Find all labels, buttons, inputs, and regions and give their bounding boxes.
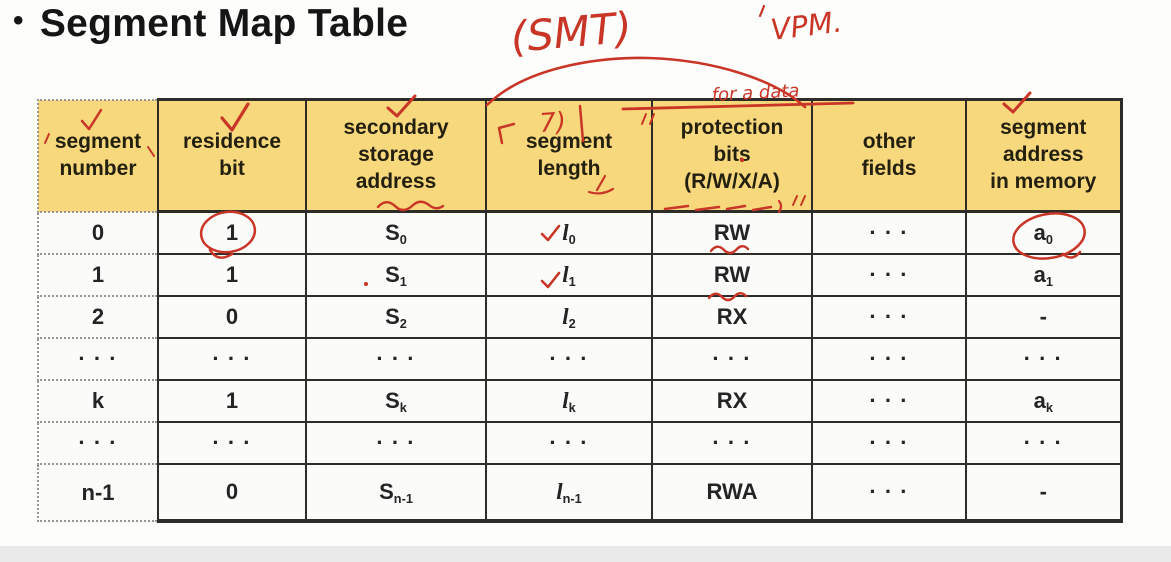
column-header-segment-length: segment length	[485, 98, 653, 213]
column-header-secondary-storage-address: secondary storage address	[305, 98, 487, 213]
bottom-gray-strip	[0, 546, 1171, 562]
cell-other-fields: · · ·	[811, 421, 967, 465]
cell-protection-bits: RW	[651, 210, 813, 255]
cell-segment-address: -	[965, 295, 1123, 339]
cell-segment-number: n-1	[37, 463, 158, 522]
cell-segment-number: 1	[37, 253, 158, 297]
vpm-handwriting: VPM.	[769, 4, 844, 46]
cell-protection-bits: RX	[651, 379, 813, 423]
table-row: k 1 Sk lk RX · · · ak	[37, 379, 1123, 423]
column-header-segment-number: segment number	[37, 98, 158, 213]
cell-segment-number: 0	[37, 210, 158, 255]
cell-protection-bits: RWA	[651, 463, 813, 523]
cell-secondary-storage: S2	[305, 295, 487, 339]
cell-segment-length: l1	[485, 253, 653, 297]
cell-residence-bit: 0	[157, 295, 307, 339]
cell-protection-bits: · · ·	[651, 337, 813, 381]
smt-table: segment number residence bit secondary s…	[37, 98, 1123, 523]
cell-segment-number: k	[37, 379, 158, 423]
table-row: 1 1 S1 l1 RW · · · a1	[37, 253, 1123, 297]
cell-other-fields: · · ·	[811, 295, 967, 339]
cell-segment-address: · · ·	[965, 421, 1123, 465]
cell-secondary-storage: Sn-1	[305, 463, 487, 523]
page-title-text: Segment Map Table	[39, 2, 409, 45]
cell-segment-address: ak	[965, 379, 1123, 423]
cell-segment-number: · · ·	[37, 421, 158, 465]
smt-handwriting: (SMT)	[509, 3, 634, 62]
cell-residence-bit: · · ·	[157, 337, 307, 381]
cell-segment-number: · · ·	[37, 337, 158, 381]
cell-residence-bit: 0	[157, 463, 307, 523]
table-row: · · · · · · · · · · · · · · · · · · · · …	[37, 421, 1123, 465]
cell-residence-bit: 1	[157, 210, 307, 255]
column-header-protection-bits: protection bits (R/W/X/A)	[651, 98, 813, 213]
cell-secondary-storage: S1	[305, 253, 487, 297]
cell-protection-bits: RW	[651, 253, 813, 297]
page-title: • Segment Map Table	[13, 2, 408, 46]
column-header-residence-bit: residence bit	[157, 98, 307, 213]
bullet-icon: •	[13, 4, 24, 37]
cell-segment-length: · · ·	[485, 337, 653, 381]
cell-segment-number: 2	[37, 295, 158, 339]
cell-segment-length: · · ·	[485, 421, 653, 465]
cell-segment-address: a1	[965, 253, 1123, 297]
cell-other-fields: · · ·	[811, 210, 967, 255]
table-row: n-1 0 Sn-1 ln-1 RWA · · · -	[37, 463, 1123, 523]
cell-protection-bits: RX	[651, 295, 813, 339]
column-header-segment-address-in-memory: segment address in memory	[965, 98, 1123, 213]
cell-secondary-storage: Sk	[305, 379, 487, 423]
cell-other-fields: · · ·	[811, 337, 967, 381]
cell-residence-bit: · · ·	[157, 421, 307, 465]
cell-segment-length: l2	[485, 295, 653, 339]
cell-other-fields: · · ·	[811, 463, 967, 523]
cell-protection-bits: · · ·	[651, 421, 813, 465]
cell-segment-address: · · ·	[965, 337, 1123, 381]
cell-segment-length: ln-1	[485, 463, 653, 523]
cell-segment-address: -	[965, 463, 1123, 523]
cell-other-fields: · · ·	[811, 379, 967, 423]
cell-segment-length: lk	[485, 379, 653, 423]
table-row: 2 0 S2 l2 RX · · · -	[37, 295, 1123, 339]
cell-secondary-storage: S0	[305, 210, 487, 255]
cell-segment-address: a0	[965, 210, 1123, 255]
cell-secondary-storage: · · ·	[305, 421, 487, 465]
cell-residence-bit: 1	[157, 253, 307, 297]
header-row: segment number residence bit secondary s…	[37, 98, 1123, 213]
table-row: 0 1 S0 l0 RW · · · a0	[37, 210, 1123, 255]
cell-secondary-storage: · · ·	[305, 337, 487, 381]
segment-map-table: segment number residence bit secondary s…	[37, 98, 1123, 523]
cell-segment-length: l0	[485, 210, 653, 255]
cell-residence-bit: 1	[157, 379, 307, 423]
column-header-other-fields: other fields	[811, 98, 967, 213]
table-row: · · · · · · · · · · · · · · · · · · · · …	[37, 337, 1123, 381]
cell-other-fields: · · ·	[811, 253, 967, 297]
vpm-tick	[758, 4, 766, 18]
